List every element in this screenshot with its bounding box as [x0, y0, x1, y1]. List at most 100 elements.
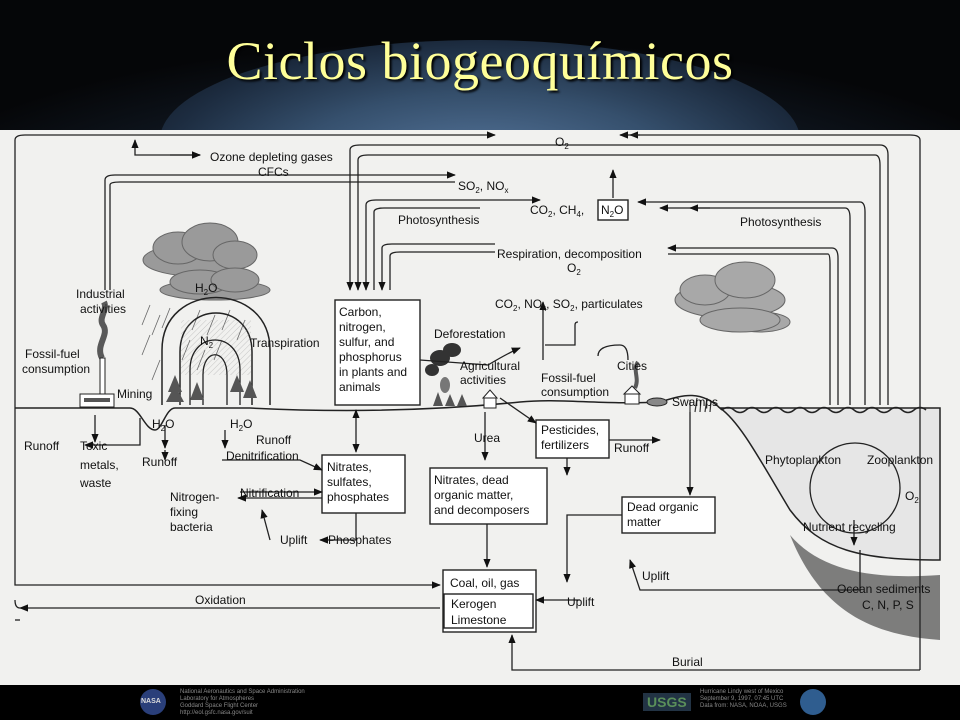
svg-text:O2: O2	[905, 489, 919, 505]
svg-text:bacteria: bacteria	[170, 520, 213, 534]
factory-icon	[79, 300, 115, 408]
svg-text:SO2, NOx: SO2, NOx	[458, 179, 508, 195]
label-phosphates: Phosphates	[328, 533, 391, 547]
svg-text:matter: matter	[627, 515, 661, 529]
left-cloud	[142, 222, 271, 301]
water-cycle-arc-outer	[161, 296, 271, 405]
flow-lines	[14, 131, 921, 671]
label-uplift-1: Uplift	[280, 533, 308, 547]
n2-arc-outer	[189, 339, 241, 405]
svg-text:sulfur, and: sulfur, and	[339, 335, 394, 349]
label-limestone: Limestone	[451, 613, 507, 627]
barn-icon	[481, 389, 499, 409]
svg-text:nitrogen,: nitrogen,	[339, 320, 386, 334]
svg-text:sulfates,: sulfates,	[327, 475, 372, 489]
page-title: Ciclos biogeoquímicos	[226, 31, 734, 91]
label-denitrification: Denitrification	[226, 449, 299, 463]
svg-text:organic matter,: organic matter,	[434, 488, 513, 502]
flow-arrow-heads	[170, 131, 710, 212]
label-industrial: Industrial	[76, 287, 125, 301]
label-phytoplankton: Phytoplankton	[765, 453, 841, 467]
label-swamps: Swamps	[672, 395, 718, 409]
label-runoff-4: Runoff	[614, 441, 650, 455]
nasa-logo-text: NASA	[141, 698, 161, 705]
label-kerogen: Kerogen	[451, 597, 496, 611]
label-ozone: Ozone depleting gases	[210, 150, 333, 164]
label-runoff-3: Runoff	[256, 433, 292, 447]
label-cities: Cities	[617, 359, 647, 373]
label-fossil-mid: Fossil-fuel	[541, 371, 596, 385]
svg-text:CO2, NOx, SO2, particulates: CO2, NOx, SO2, particulates	[495, 297, 643, 313]
biogeochemical-cycles-diagram: O2 Ozone depleting gases CFCs SO2, NOx C…	[0, 130, 960, 685]
nasa-credit-text: National Aeronautics and Space Administr…	[180, 689, 305, 716]
tree-icons	[166, 375, 467, 406]
label-runoff-2: Runoff	[142, 455, 178, 469]
label-uplift-2: Uplift	[642, 569, 670, 583]
label-uplift-3: Uplift	[567, 595, 595, 609]
svg-text:H2O: H2O	[152, 417, 174, 433]
svg-text:CO2, CH4,: CO2, CH4,	[530, 203, 584, 219]
diagram-svg: O2 Ozone depleting gases CFCs SO2, NOx C…	[14, 131, 941, 671]
credits-footer: NASA National Aeronautics and Space Admi…	[0, 685, 960, 720]
label-runoff-1: Runoff	[24, 439, 60, 453]
hurricane-credit-text: Hurricane Lindy west of Mexico September…	[700, 689, 787, 709]
ocean-sediment-layer	[790, 535, 940, 640]
label-o2-top: O2	[555, 135, 569, 151]
svg-text:Toxic: Toxic	[80, 439, 107, 453]
label-consumption-left: consumption	[22, 362, 90, 376]
svg-text:phosphates: phosphates	[327, 490, 389, 504]
nasa-logo-icon	[140, 689, 166, 715]
svg-text:metals,: metals,	[80, 458, 119, 472]
label-cnps: C, N, P, S	[862, 598, 914, 612]
right-cloud	[674, 261, 791, 333]
n2-arc-inner	[202, 354, 228, 405]
svg-text:waste: waste	[79, 476, 112, 490]
fire-smoke-icon	[425, 343, 461, 393]
svg-text:Dead organic: Dead organic	[627, 500, 698, 514]
label-respiration: Respiration, decomposition	[497, 247, 642, 261]
label-nutrient: Nutrient recycling	[803, 520, 896, 534]
label-coal: Coal, oil, gas	[450, 576, 519, 590]
svg-text:N2: N2	[200, 334, 214, 350]
svg-text:and decomposers: and decomposers	[434, 503, 529, 517]
label-deforestation: Deforestation	[434, 327, 505, 341]
label-burial: Burial	[672, 655, 703, 669]
svg-text:O2: O2	[567, 261, 581, 277]
label-cfcs: CFCs	[258, 165, 289, 179]
svg-text:animals: animals	[339, 380, 380, 394]
svg-text:Pesticides,: Pesticides,	[541, 423, 599, 437]
svg-text:H2O: H2O	[230, 417, 252, 433]
svg-text:N2O: N2O	[601, 203, 623, 219]
ocean-body	[717, 407, 941, 561]
label-photosynthesis-right: Photosynthesis	[740, 215, 821, 229]
swamp-icon	[689, 397, 712, 413]
svg-text:phosphorus: phosphorus	[339, 350, 402, 364]
label-agricultural: Agricultural	[460, 359, 520, 373]
diagram-boxes	[321, 199, 716, 633]
usgs-logo: USGS	[643, 693, 691, 711]
svg-text:Nitrates,: Nitrates,	[327, 460, 372, 474]
svg-text:H2O: H2O	[195, 281, 217, 297]
label-oxidation: Oxidation	[195, 593, 246, 607]
label-agri-activities: activities	[460, 373, 506, 387]
label-activities: activities	[80, 302, 126, 316]
label-photosynthesis-left: Photosynthesis	[398, 213, 479, 227]
label-urea: Urea	[474, 431, 500, 445]
label-fossil-left: Fossil-fuel	[25, 347, 80, 361]
label-zooplankton: Zooplankton	[867, 453, 933, 467]
svg-text:in plants and: in plants and	[339, 365, 407, 379]
label-mining: Mining	[117, 387, 152, 401]
svg-text:fertilizers: fertilizers	[541, 438, 589, 452]
label-nitrification: Nitrification	[240, 486, 299, 500]
svg-text:Carbon,: Carbon,	[339, 305, 382, 319]
label-ocean-sediments: Ocean sediments	[837, 582, 930, 596]
diagram-text: O2 Ozone depleting gases CFCs SO2, NOx C…	[22, 135, 933, 669]
nutrient-cycle-circle	[809, 442, 901, 534]
svg-text:Nitrogen-: Nitrogen-	[170, 490, 219, 504]
city-icon	[622, 360, 668, 407]
label-consumption-mid: consumption	[541, 385, 609, 399]
svg-text:fixing: fixing	[170, 505, 198, 519]
noaa-logo-icon	[800, 689, 826, 715]
svg-text:Nitrates, dead: Nitrates, dead	[434, 473, 509, 487]
ocean-waves	[721, 406, 927, 414]
